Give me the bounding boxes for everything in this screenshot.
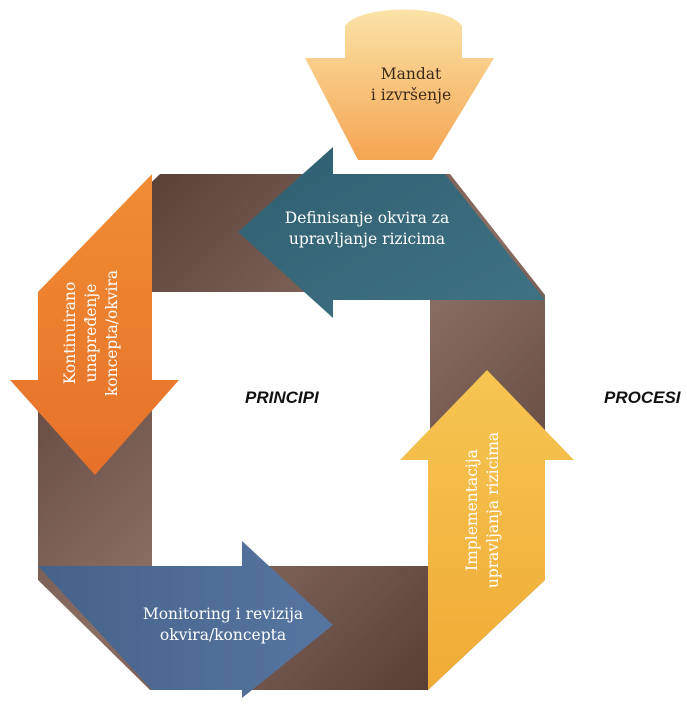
monitor-line-1: Monitoring i revizija <box>142 605 304 623</box>
mandate-line-1: Mandat <box>380 65 442 83</box>
implement-line-1: Implementacija <box>463 449 481 571</box>
improve-label: Kontinuirano unapređenje koncepta/okvira <box>60 254 123 412</box>
processes-label: PROCESI <box>604 388 681 407</box>
implement-line-2: upravljanja rizicima <box>484 431 502 589</box>
improve-line-3: koncepta/okvira <box>103 269 121 397</box>
implement-arrow-shape <box>400 370 574 690</box>
define-label: Definisanje okvira za upravljanje rizici… <box>262 208 472 250</box>
monitor-label: Monitoring i revizija okvira/koncepta <box>118 604 328 646</box>
monitor-arrow-shape <box>38 541 333 698</box>
define-arrow-shape <box>238 147 545 318</box>
implement-label: Implementacija upravljanja rizicima <box>462 408 504 612</box>
principles-label: PRINCIPI <box>245 388 319 407</box>
define-line-2: upravljanje rizicima <box>288 230 446 248</box>
improve-line-2: unapređenje <box>82 283 100 383</box>
improve-line-1: Kontinuirano <box>61 281 79 385</box>
define-line-1: Definisanje okvira za <box>284 209 450 227</box>
monitor-line-2: okvira/koncepta <box>159 626 287 644</box>
mandate-line-2: i izvršenje <box>370 86 452 104</box>
mandate-arrow-shape <box>305 9 494 160</box>
mandate-label: Mandat i izvršenje <box>362 64 460 106</box>
improve-arrow-shape <box>10 174 179 475</box>
